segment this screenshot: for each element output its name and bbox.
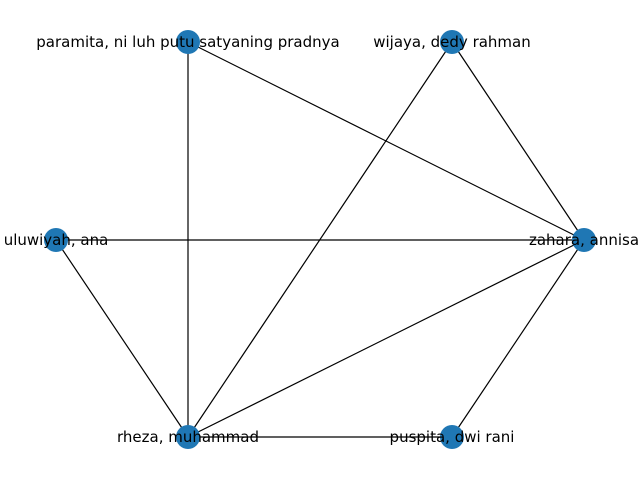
nodes-layer — [44, 30, 596, 449]
node-wijaya — [440, 30, 464, 54]
node-label-zahara: zahara, annisa — [529, 231, 639, 249]
node-uluwiyah — [44, 228, 68, 252]
edge-zahara-puspita — [451, 239, 585, 438]
edge-rheza-zahara — [187, 239, 585, 438]
edges-layer — [55, 41, 585, 438]
node-zahara — [572, 228, 596, 252]
node-puspita — [440, 425, 464, 449]
node-label-puspita: puspita, dwi rani — [390, 428, 515, 446]
node-rheza — [176, 425, 200, 449]
node-label-uluwiyah: uluwiyah, ana — [4, 231, 109, 249]
labels-layer: paramita, ni luh putu satyaning pradnya w… — [4, 33, 639, 446]
edge-wijaya-zahara — [451, 41, 585, 241]
node-label-rheza: rheza, muhammad — [117, 428, 259, 446]
node-label-paramita: paramita, ni luh putu satyaning pradnya — [36, 33, 339, 51]
edge-uluwiyah-rheza — [55, 239, 189, 438]
node-paramita — [176, 30, 200, 54]
node-label-wijaya: wijaya, dedy rahman — [373, 33, 531, 51]
